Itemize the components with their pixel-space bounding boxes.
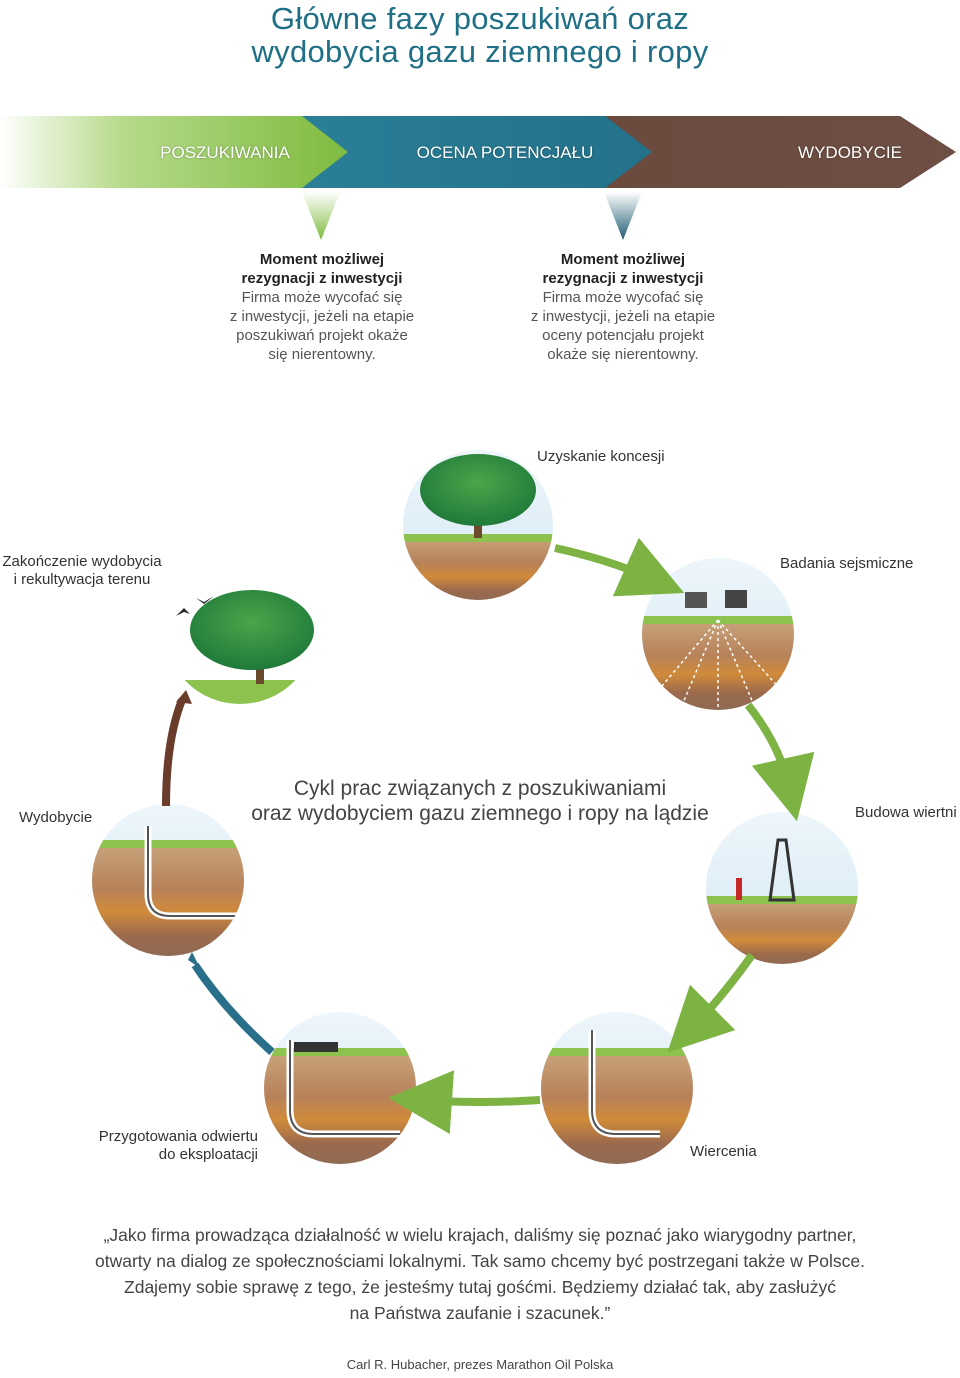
page-title: Główne fazy poszukiwań oraz wydobycia ga… [0, 2, 960, 68]
note-line: Firma może wycofać się [542, 289, 704, 306]
phase-banner [0, 116, 956, 188]
arrow-seismic-to-rig [744, 702, 815, 822]
note-line: poszukiwań projekt okaże [236, 327, 408, 344]
phase-arrow-wydobycie [590, 116, 956, 188]
green-marker-icon [302, 192, 340, 240]
note-line: z inwestycji, jeżeli na etapie [229, 308, 415, 325]
phase-label-wydobycie: WYDOBYCIE [798, 143, 902, 162]
arrow-drilling-to-preparation [388, 1070, 541, 1135]
phase-arrow-ocena [290, 116, 652, 188]
stage-rig-illustration [706, 812, 858, 964]
stage-production-illustration [92, 804, 244, 956]
arrow-preparation-to-production [191, 962, 275, 1055]
stage-concession-illustration [403, 450, 553, 600]
quote-line: na Państwa zaufanie i szacunek.” [349, 1303, 611, 1323]
title-line-1: Główne fazy poszukiwań oraz [270, 1, 690, 36]
quote-line: Zdajemy sobie sprawę z tego, że jesteśmy… [124, 1277, 836, 1297]
cycle-title-line-2: oraz wydobyciem gazu ziemnego i ropy na … [251, 802, 709, 825]
note-heading-2: rezygnacji z inwestycji [542, 270, 704, 287]
quote-author: Carl R. Hubacher, prezes Marathon Oil Po… [346, 1357, 614, 1372]
stage-label-concession: Uzyskanie koncesji [537, 448, 665, 465]
cycle-diagram [92, 450, 858, 1164]
arrow-production-to-reclamation [162, 698, 186, 807]
note-line: z inwestycji, jeżeli na etapie [530, 308, 716, 325]
note-heading-2: rezygnacji z inwestycji [241, 270, 403, 287]
note-line: się nierentowny. [268, 346, 376, 363]
phase-arrow-poszukiwania [0, 116, 348, 188]
cycle-title-line-1: Cykl prac związanych z poszukiwaniami [293, 777, 667, 800]
quote-line: „Jako firma prowadząca działalność w wie… [103, 1225, 857, 1245]
arrow-rig-to-drilling [667, 952, 756, 1053]
stage-label-seismic: Badania sejsmiczne [780, 555, 914, 572]
phase-label-poszukiwania: POSZUKIWANIA [160, 143, 290, 162]
prep-line-2: do eksploatacji [158, 1146, 258, 1163]
title-line-2: wydobycia gazu ziemnego i ropy [251, 34, 709, 69]
note-exploration: Moment możliwej rezygnacji z inwestycji … [222, 250, 422, 364]
stage-label-preparation: Przygotowania odwiertu do eksploatacji [60, 1128, 258, 1164]
stage-drilling-illustration [541, 1012, 693, 1164]
note-line: oceny potencjału projekt [542, 327, 704, 344]
stage-seismic-illustration [642, 558, 794, 710]
stage-label-reclamation: Zakończenie wydobycia i rekultywacja ter… [0, 553, 164, 589]
bird-icon [176, 608, 190, 616]
quote: „Jako firma prowadząca działalność w wie… [90, 1222, 870, 1326]
note-line: Firma może wycofać się [241, 289, 403, 306]
bird-icon [196, 596, 214, 604]
stage-label-production: Wydobycie [19, 809, 93, 826]
prep-line-1: Przygotowania odwiertu [98, 1128, 258, 1145]
arrow-concession-to-seismic [554, 537, 685, 597]
end-line-1: Zakończenie wydobycia [2, 553, 162, 570]
note-appraisal: Moment możliwej rezygnacji z inwestycji … [523, 250, 723, 364]
stage-label-rig: Budowa wiertni [855, 804, 957, 821]
phase-label-ocena: OCENA POTENCJAŁU [416, 143, 594, 162]
stage-preparation-illustration [264, 1012, 416, 1164]
stage-label-drilling: Wiercenia [690, 1143, 757, 1160]
end-line-2: i rekultywacja terenu [13, 571, 151, 588]
stage-reclamation-illustration [164, 552, 316, 704]
quote-line: otwarty na dialog ze społecznościami lok… [94, 1251, 866, 1271]
cycle-title: Cykl prac związanych z poszukiwaniami or… [230, 776, 730, 826]
note-heading-1: Moment możliwej [560, 251, 686, 268]
note-line: okaże się nierentowny. [547, 346, 699, 363]
blue-marker-icon [604, 192, 642, 240]
note-heading-1: Moment możliwej [259, 251, 385, 268]
